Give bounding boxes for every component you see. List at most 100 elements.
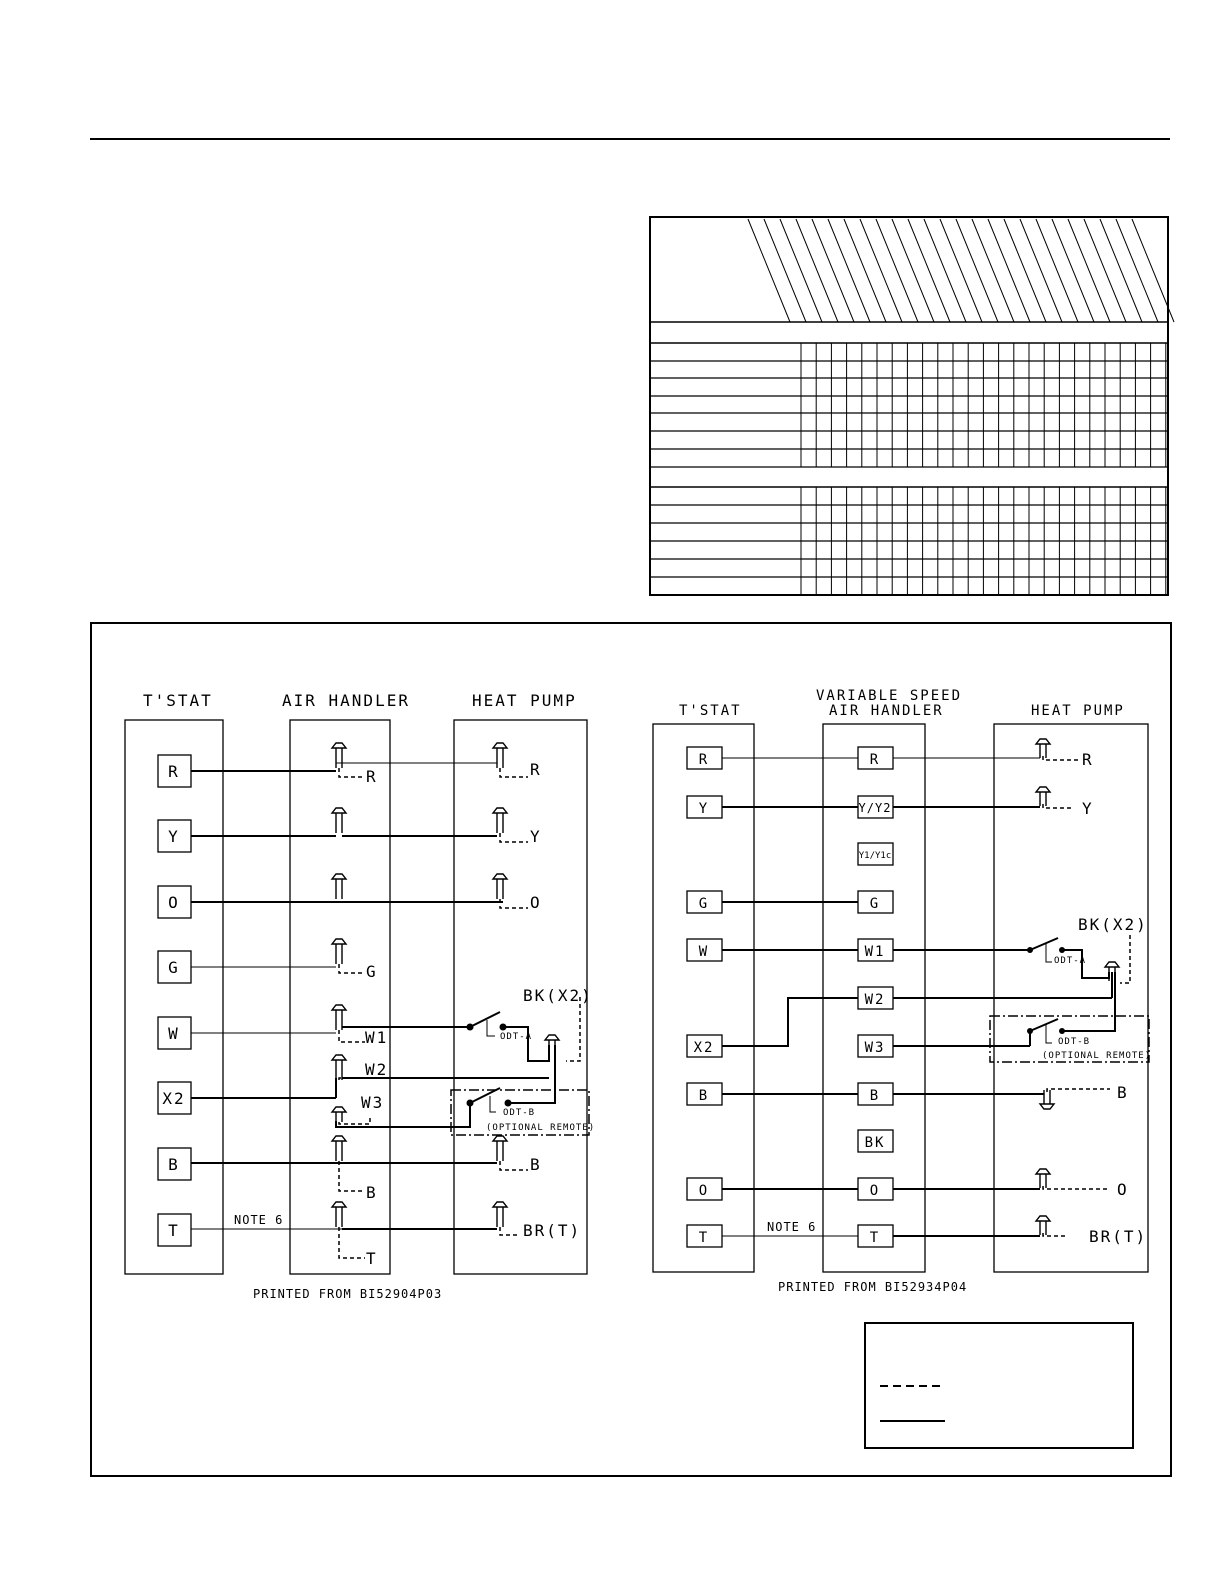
svg-text:Y/Y2: Y/Y2 bbox=[859, 801, 892, 815]
d2-wires bbox=[722, 757, 1116, 1237]
svg-text:ODT-B: ODT-B bbox=[1058, 1037, 1090, 1047]
d1-tstat-terminal: R bbox=[157, 754, 192, 788]
d1-label-r-ah: R bbox=[366, 767, 378, 786]
d2-ah-terminal: R bbox=[857, 746, 894, 770]
d2-dashed-leaders bbox=[1042, 756, 1131, 1237]
svg-text:T: T bbox=[168, 1221, 180, 1240]
wiring-diagrams-frame bbox=[90, 622, 1172, 1477]
d2-header-heat-pump: HEAT PUMP bbox=[1031, 703, 1125, 719]
svg-text:ODT-A: ODT-A bbox=[500, 1032, 532, 1042]
d1-dashed-leaders bbox=[338, 768, 581, 1259]
svg-text:W: W bbox=[699, 944, 709, 960]
svg-text:W2: W2 bbox=[865, 992, 886, 1008]
svg-text:B: B bbox=[870, 1088, 880, 1104]
svg-text:BK: BK bbox=[865, 1135, 886, 1151]
diagram-1: T'STAT AIR HANDLER HEAT PUMP R Y O G W X… bbox=[124, 691, 595, 1301]
d2-connectors bbox=[1034, 738, 1121, 1235]
d2-ah-terminal: BK bbox=[857, 1129, 894, 1153]
svg-text:ODT-A: ODT-A bbox=[1054, 956, 1086, 966]
svg-text:X2: X2 bbox=[162, 1089, 185, 1108]
svg-text:T: T bbox=[870, 1230, 880, 1246]
d2-ah-terminal: W3 bbox=[857, 1034, 894, 1058]
d1-tstat-panel bbox=[124, 719, 224, 1275]
diagram-2: T'STAT VARIABLE SPEED AIR HANDLER HEAT P… bbox=[652, 688, 1151, 1294]
table-grid bbox=[650, 343, 1168, 595]
compatibility-table bbox=[649, 216, 1175, 596]
d1-tstat-terminal: W bbox=[157, 1016, 192, 1050]
svg-text:R: R bbox=[870, 752, 880, 768]
svg-text:B: B bbox=[168, 1155, 180, 1174]
d1-header-air-handler: AIR HANDLER bbox=[282, 691, 410, 710]
d2-tstat-terminal: O bbox=[686, 1177, 723, 1201]
d1-label-b-ah: B bbox=[366, 1183, 378, 1202]
svg-text:B: B bbox=[699, 1088, 709, 1104]
table-header-hatching bbox=[747, 218, 1175, 323]
svg-text:T: T bbox=[699, 1230, 709, 1246]
d1-label-y-hp: Y bbox=[530, 827, 542, 846]
svg-text:Y: Y bbox=[168, 827, 180, 846]
d2-optional-remote-box bbox=[989, 1015, 1150, 1063]
svg-text:Y: Y bbox=[699, 801, 709, 817]
d2-tstat-terminal: G bbox=[686, 890, 723, 914]
d1-header-tstat: T'STAT bbox=[143, 691, 213, 710]
d1-tstat-terminal: T bbox=[157, 1213, 192, 1247]
d2-header-air-handler-line1: VARIABLE SPEED bbox=[816, 688, 962, 704]
svg-text:(OPTIONAL REMOTE): (OPTIONAL REMOTE) bbox=[1042, 1051, 1151, 1061]
d1-connectors bbox=[330, 742, 561, 1227]
d2-ah-terminal: B bbox=[857, 1082, 894, 1106]
d1-label-r-hp: R bbox=[530, 760, 542, 779]
d1-label-b-hp: B bbox=[530, 1155, 542, 1174]
d2-ah-terminal: W1 bbox=[857, 938, 894, 962]
d1-label-t-ah: T bbox=[366, 1249, 378, 1268]
d1-label-o-hp: O bbox=[530, 893, 542, 912]
svg-text:G: G bbox=[699, 896, 709, 912]
d2-header-tstat: T'STAT bbox=[679, 703, 742, 719]
svg-text:G: G bbox=[168, 958, 180, 977]
d1-label-w3: W3 bbox=[361, 1093, 384, 1112]
svg-text:X2: X2 bbox=[694, 1040, 715, 1056]
d1-tstat-terminal: X2 bbox=[157, 1081, 192, 1115]
d2-label-y-hp: Y bbox=[1082, 799, 1094, 818]
d2-label-brt: BR(T) bbox=[1089, 1227, 1147, 1246]
d1-wires bbox=[191, 762, 556, 1230]
svg-text:ODT-B: ODT-B bbox=[503, 1108, 535, 1118]
d1-tstat-terminal: G bbox=[157, 950, 192, 984]
d2-note-6: NOTE 6 bbox=[767, 1220, 816, 1234]
d2-tstat-terminal: R bbox=[686, 746, 723, 770]
d2-ah-terminal: Y/Y2 bbox=[857, 795, 894, 819]
svg-text:O: O bbox=[699, 1183, 709, 1199]
svg-text:W1: W1 bbox=[865, 944, 886, 960]
d1-label-brt: BR(T) bbox=[523, 1221, 581, 1240]
d2-tstat-terminal: W bbox=[686, 938, 723, 962]
d1-label-g-ah: G bbox=[366, 962, 378, 981]
d1-tstat-terminal: O bbox=[157, 885, 192, 919]
svg-text:O: O bbox=[870, 1183, 880, 1199]
d2-tstat-terminal: X2 bbox=[686, 1034, 723, 1058]
d2-tstat-terminal: Y bbox=[686, 795, 723, 819]
svg-text:W3: W3 bbox=[865, 1040, 886, 1056]
d1-note-6: NOTE 6 bbox=[234, 1213, 283, 1227]
d1-header-heat-pump: HEAT PUMP bbox=[472, 691, 577, 710]
svg-text:R: R bbox=[168, 762, 180, 781]
d2-printed-from: PRINTED FROM BI52934P04 bbox=[778, 1280, 967, 1294]
d1-optional-remote-box bbox=[450, 1089, 590, 1136]
d2-ah-terminal: G bbox=[857, 890, 894, 914]
svg-text:O: O bbox=[168, 893, 180, 912]
svg-text:Y1/Y1c: Y1/Y1c bbox=[859, 851, 892, 861]
d1-tstat-terminal: B bbox=[157, 1147, 192, 1181]
d1-tstat-terminal: Y bbox=[157, 819, 192, 853]
svg-text:(OPTIONAL REMOTE): (OPTIONAL REMOTE) bbox=[486, 1123, 595, 1133]
d1-label-w1: W1 bbox=[365, 1028, 388, 1047]
d2-label-bk-x2: BK(X2) bbox=[1078, 915, 1148, 934]
d2-header-air-handler-line2: AIR HANDLER bbox=[829, 703, 944, 719]
d1-switch-odt-a: ODT-A bbox=[466, 1011, 532, 1042]
d2-switch-odt-b: ODT-B (OPTIONAL REMOTE) bbox=[989, 1015, 1151, 1063]
d1-heat-pump-panel bbox=[453, 719, 588, 1275]
d2-label-o-hp: O bbox=[1117, 1180, 1129, 1199]
d2-ah-terminal: T bbox=[857, 1224, 894, 1248]
d2-tstat-terminal: T bbox=[686, 1224, 723, 1248]
d1-label-bk-x2: BK(X2) bbox=[523, 986, 593, 1005]
d1-label-w2: W2 bbox=[365, 1060, 388, 1079]
d2-label-r-hp: R bbox=[1082, 750, 1094, 769]
